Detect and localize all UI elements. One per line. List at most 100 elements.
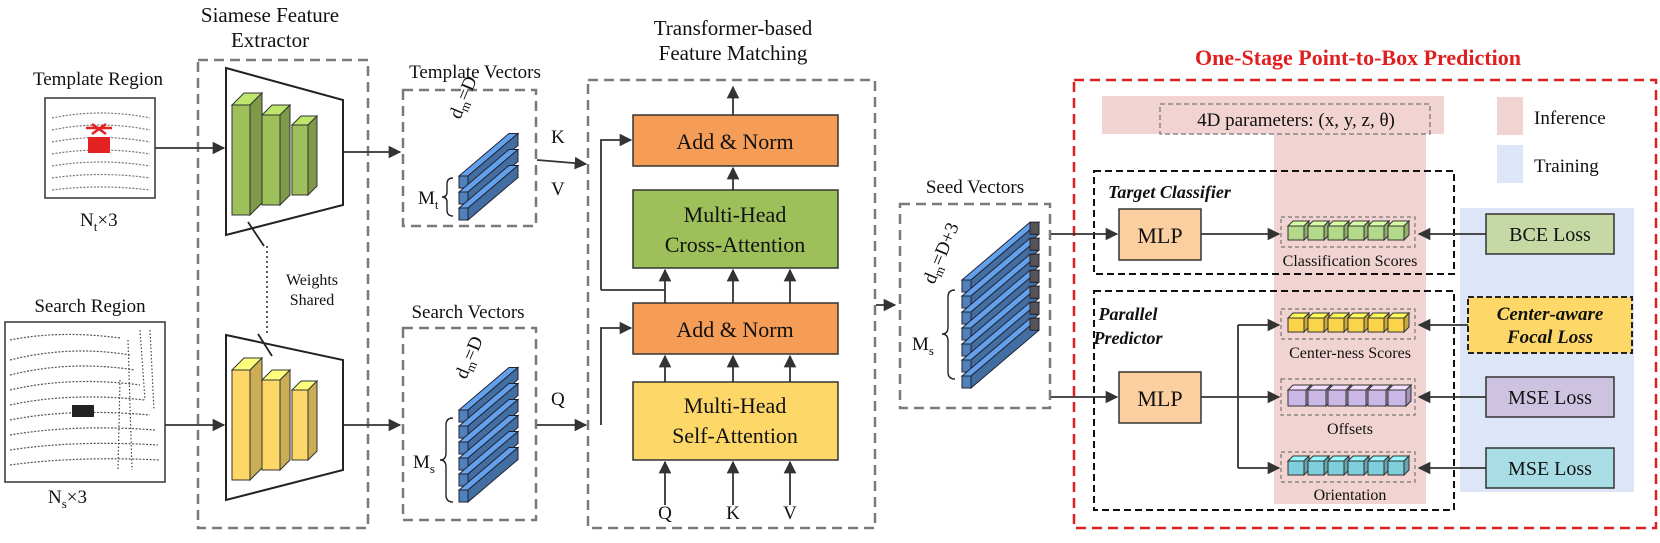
cls-cube-3-front (1327, 225, 1345, 241)
cross-attention-label-2: Cross-Attention (665, 232, 806, 257)
kv-arrow (536, 156, 588, 170)
green-block-2-front (261, 114, 281, 206)
seed-vector-5-cap (1029, 285, 1040, 299)
cls-cube-4-front (1347, 225, 1365, 241)
legend-training-label: Training (1534, 156, 1599, 177)
weights-label: Weights (286, 272, 338, 289)
seed-vector-7-front (961, 375, 972, 389)
ori-cube-5-front (1367, 460, 1385, 476)
ori-cube-4 (1346, 454, 1371, 477)
template-region-image (44, 97, 156, 199)
classification-label: Classification Scores (1283, 253, 1418, 270)
yellow-block-2-front (261, 379, 281, 471)
mlp-bottom-label: MLP (1137, 386, 1182, 411)
transformer-title-1: Transformer-based (654, 16, 813, 40)
off-cube-2-front (1307, 389, 1327, 407)
residual-bottom (600, 321, 633, 425)
orientation-label: Orientation (1314, 487, 1387, 504)
focal-loss-label-1: Center-aware (1497, 304, 1604, 325)
k-input-label: K (551, 127, 565, 148)
v-input-label: V (551, 179, 565, 200)
ctr-cube-4 (1346, 311, 1371, 334)
cls-cube-5 (1366, 219, 1391, 242)
template-backbone (225, 66, 344, 237)
cross-attention-block (632, 189, 839, 269)
classification-cubes (1286, 219, 1411, 242)
extractor-title-2: Extractor (231, 28, 309, 52)
green-block-1-front (231, 104, 251, 216)
seed-vector-stack (960, 221, 1041, 390)
residual-top (600, 133, 633, 290)
ori-cube-3 (1326, 454, 1351, 477)
self-attention-label-2: Self-Attention (672, 423, 798, 448)
cls-cube-6-front (1387, 225, 1405, 241)
extractor-title-1: Siamese Feature (201, 3, 339, 27)
search-region-label: Search Region (34, 296, 146, 317)
legend-training-swatch (1497, 145, 1523, 183)
focal-loss-block (1467, 296, 1633, 354)
add-norm-bottom-label: Add & Norm (676, 317, 793, 342)
template-vector-3-side (467, 164, 519, 222)
centerness-label: Center-ness Scores (1289, 345, 1411, 362)
extractor-box (196, 58, 370, 530)
legend-inference-label: Inference (1534, 108, 1606, 129)
parallel-label: Parallel (1098, 304, 1158, 324)
centerness-cubes (1286, 311, 1411, 334)
seed-vector-7 (960, 317, 1041, 390)
ctr-cube-5-front (1367, 317, 1385, 333)
yellow-block-1-front (231, 369, 251, 481)
ctr-cube-6-front (1387, 317, 1405, 333)
green-block-2-side (279, 103, 291, 207)
search-vector-6-side (467, 446, 519, 504)
cls-cube-5-front (1367, 225, 1385, 241)
yellow-block-2 (260, 368, 292, 472)
ctr-cube-2-front (1307, 317, 1325, 333)
seed-ms: Ms (912, 334, 934, 358)
mse-loss-1-label: MSE Loss (1508, 387, 1592, 409)
ori-cube-6 (1386, 454, 1411, 477)
params-pointer (1360, 134, 1390, 212)
bce-loss-label: BCE Loss (1509, 224, 1591, 246)
inference-band (1274, 96, 1426, 504)
cross-attention-label-1: Multi-Head (684, 202, 787, 227)
ctr-cube-3-front (1327, 317, 1345, 333)
ori-cube-6-front (1387, 460, 1405, 476)
shared-tick-bottom (257, 333, 273, 357)
cls-cube-2 (1306, 219, 1331, 242)
mse-loss-2-label: MSE Loss (1508, 458, 1592, 480)
yellow-block-3-front (291, 389, 309, 461)
ori-cube-1-front (1287, 460, 1305, 476)
green-block-3 (290, 114, 319, 197)
q-bottom-label: Q (658, 503, 672, 524)
self-attention-label-1: Multi-Head (684, 393, 787, 418)
yellow-block-3-side (307, 379, 318, 462)
search-vector-6-front (458, 489, 469, 503)
search-dm: dm=D (451, 333, 489, 383)
template-vectors-box (401, 88, 538, 228)
ctr-cube-6 (1386, 311, 1411, 334)
off-cube-1-front (1287, 389, 1307, 407)
off-cube-3-front (1327, 389, 1347, 407)
search-vectors-label: Search Vectors (411, 302, 524, 323)
search-region-image (4, 321, 166, 483)
seed-vector-1-cap (1029, 221, 1040, 235)
cls-cube-1-front (1287, 225, 1305, 241)
ori-cube-2 (1306, 454, 1331, 477)
centerness-dashed (1280, 308, 1416, 340)
off-cube-6 (1386, 383, 1413, 408)
seed-vector-1 (960, 221, 1041, 294)
green-block-3-side (307, 114, 318, 197)
transformer-title-2: Feature Matching (659, 41, 808, 65)
add-norm-bottom-block (632, 302, 839, 355)
search-brace (439, 417, 454, 503)
k-bottom-label: K (726, 503, 740, 524)
search-size: Ns×3 (48, 487, 87, 511)
template-vectors-label: Template Vectors (409, 62, 541, 83)
template-vector-3-front (458, 207, 469, 221)
self-attention-block (632, 381, 839, 461)
seed-brace (941, 289, 956, 380)
search-vectors-box (401, 326, 538, 522)
search-ms: Ms (413, 452, 435, 476)
green-block-3-front (291, 124, 309, 196)
